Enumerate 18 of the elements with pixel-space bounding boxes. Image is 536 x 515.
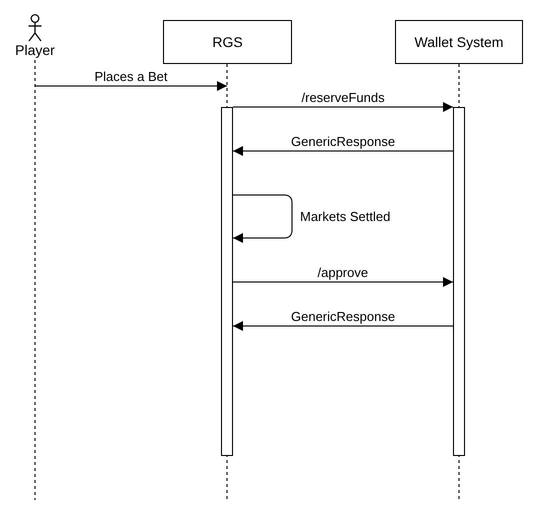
message-arrow xyxy=(34,81,228,91)
participant-box: RGS xyxy=(163,20,292,64)
message-arrow xyxy=(232,321,454,331)
participant-box: Wallet System xyxy=(395,20,523,64)
message-label: GenericResponse xyxy=(289,134,398,149)
message-label: GenericResponse xyxy=(289,309,398,324)
activation-bar xyxy=(221,107,233,456)
message-arrow xyxy=(232,277,454,287)
activation-bar xyxy=(453,107,465,456)
message-label: /approve xyxy=(316,265,370,280)
message-label: Places a Bet xyxy=(92,69,170,84)
message-label: /reserveFunds xyxy=(300,90,387,105)
message-label: Markets Settled xyxy=(298,208,392,224)
message-arrow xyxy=(232,102,454,112)
message-arrow xyxy=(232,146,454,156)
actor xyxy=(13,14,57,60)
actor-name: Player xyxy=(15,42,55,58)
message-arrow xyxy=(232,194,292,243)
